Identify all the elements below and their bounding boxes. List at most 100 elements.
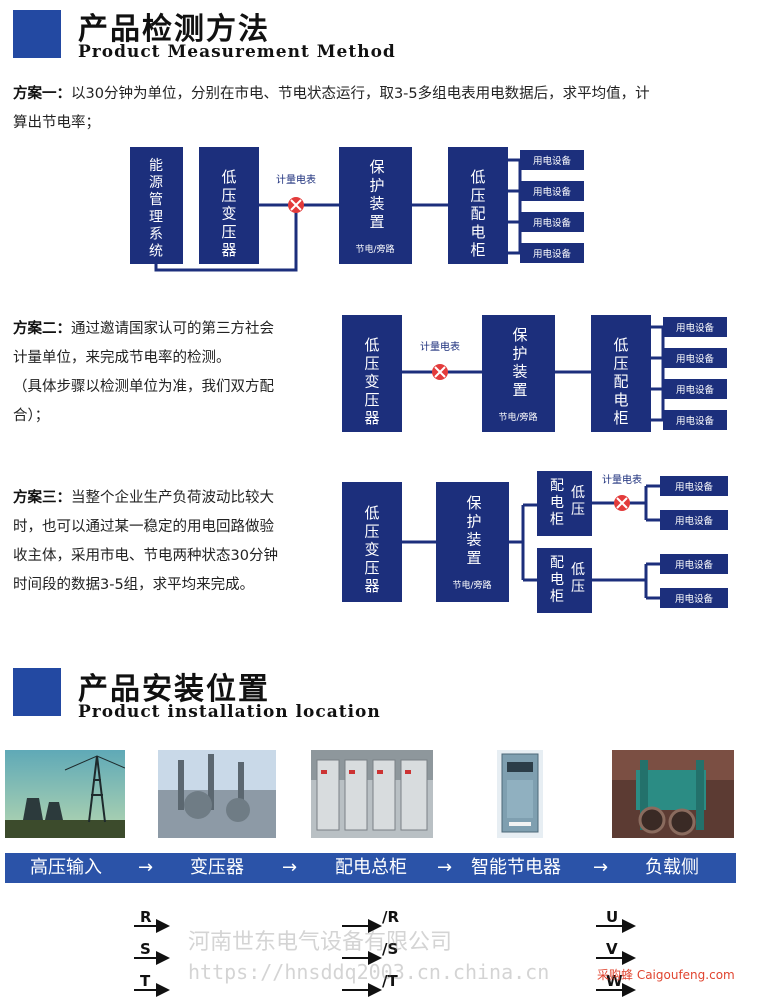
flow-step-load-side: 负载侧 (645, 857, 699, 878)
flow-arrow-3: → (437, 857, 453, 878)
box-protection-2 (482, 315, 555, 432)
device-box (663, 348, 727, 368)
device-box (520, 150, 584, 170)
box-low-transformer-1-label: 低压变压器 (221, 168, 236, 259)
flow-arrow-4: → (593, 857, 609, 878)
box-energy-management (130, 147, 183, 264)
line-energy-loop (154, 205, 298, 272)
box-low-transformer-1 (199, 147, 259, 264)
device-box (660, 554, 728, 574)
diagram-plan3: 低压变压器 保护装置 节电/旁路 配电柜 低压 配电柜 低压 计量电表 用电设备… (342, 471, 728, 613)
photo-power-plant (5, 750, 125, 838)
device-label: 用电设备 (675, 515, 714, 527)
box-energy-management-label: 能源管理系统 (149, 158, 163, 260)
device-box (663, 410, 727, 430)
plan2-line3: （具体步骤以检测单位为准，我们双方配 (13, 379, 274, 395)
dist-cabinet-bottom-label: 配电柜 (550, 555, 564, 605)
device-label: 用电设备 (676, 384, 715, 396)
flow-step-high-voltage-input: 高压输入 (30, 857, 102, 878)
phase-w: W (606, 972, 623, 990)
device-label: 用电设备 (675, 593, 714, 605)
low-pressure-top-label: 低压 (571, 485, 585, 518)
phase-u: U (606, 908, 619, 926)
meter-label-1: 计量电表 (276, 173, 316, 186)
box-protection-1 (339, 147, 412, 264)
section-marker-square-2 (13, 668, 61, 716)
box-low-transformer-2-label: 低压变压器 (364, 336, 379, 427)
plan2-line1: 通过邀请国家认可的第三方社会 (71, 321, 274, 337)
phase-r-out: /R (382, 908, 400, 926)
bypass-label-1: 节电/旁路 (355, 243, 394, 255)
device-group-2: 用电设备 用电设备 用电设备 用电设备 (663, 317, 727, 430)
device-box (663, 317, 727, 337)
device-label: 用电设备 (533, 217, 572, 229)
plan1-line1: 以30分钟为单位，分别在市电、节电状态运行，取3-5多组电表用电数据后，求平均值… (71, 86, 650, 102)
plan1-line2: 算出节电率； (13, 115, 100, 131)
device-box (520, 212, 584, 232)
section-marker-square (13, 10, 61, 58)
box-protection-1-label: 保护装置 (369, 158, 384, 231)
device-box (520, 243, 584, 263)
phase-wiring (134, 919, 636, 997)
box-low-transformer-2 (342, 315, 402, 432)
device-label: 用电设备 (675, 559, 714, 571)
phase-s-out: /S (382, 940, 399, 958)
phase-r: R (140, 908, 152, 926)
device-label: 用电设备 (676, 415, 715, 427)
device-label: 用电设备 (675, 481, 714, 493)
diagram-plan1: 能源管理系统 低压变压器 计量电表 保护装置 节电/旁路 低压配电柜 用电设备 … (130, 147, 584, 272)
section-title-cn: 产品检测方法 (78, 12, 270, 47)
low-pressure-bottom-label: 低压 (571, 562, 585, 595)
box-protection-2-label: 保护装置 (512, 326, 527, 399)
device-label: 用电设备 (533, 155, 572, 167)
meter-label-2: 计量电表 (420, 340, 460, 353)
section2-title-en: Product installation location (78, 702, 381, 722)
phase-s: S (140, 940, 151, 958)
box-low-transformer-3 (342, 482, 402, 602)
box-low-cabinet-2 (591, 315, 651, 432)
device-group-3: 用电设备 用电设备 用电设备 用电设备 (660, 476, 728, 608)
plan3-text: 方案三：当整个企业生产负荷波动比较大 时，也可以通过某一稳定的用电回路做验 收主… (13, 484, 338, 600)
plan2-label: 方案二： (13, 321, 71, 337)
section2-title-cn: 产品安装位置 (78, 672, 270, 707)
device-label: 用电设备 (533, 248, 572, 260)
phase-t: T (140, 972, 151, 990)
device-box (660, 476, 728, 496)
meter-label-3: 计量电表 (602, 473, 642, 486)
device-group-1: 用电设备 用电设备 用电设备 用电设备 (520, 150, 584, 263)
flow-arrow-1: → (138, 857, 154, 878)
watermark-brand: 采购蜂 Caigoufeng.com (597, 968, 735, 982)
device-box (660, 510, 728, 530)
plan3-label: 方案三： (13, 490, 71, 506)
installation-flow-bar: 高压输入 → 变压器 → 配电总柜 → 智能节电器 → 负载侧 (5, 853, 736, 883)
device-box (663, 379, 727, 399)
meter-icon-1 (288, 197, 304, 213)
flow-step-main-cabinet: 配电总柜 (335, 857, 407, 878)
bypass-label-2: 节电/旁路 (498, 411, 537, 423)
plan3-line1: 当整个企业生产负荷波动比较大 (71, 490, 274, 506)
box-protection-3 (436, 482, 509, 602)
photo-switchgear (311, 750, 433, 838)
plan2-line4: 合）； (13, 408, 50, 424)
meter-icon-2 (432, 364, 448, 380)
phase-v: V (606, 940, 618, 958)
device-box (520, 181, 584, 201)
box-dist-cabinet-top (537, 471, 592, 536)
box-low-cabinet-1 (448, 147, 508, 264)
photo-load-side (612, 750, 734, 838)
section-title-en: Product Measurement Method (78, 42, 396, 62)
measurement-diagrams: 能源管理系统 低压变压器 计量电表 保护装置 节电/旁路 低压配电柜 用电设备 … (130, 147, 728, 613)
device-box (660, 588, 728, 608)
plan3-line2: 时，也可以通过某一稳定的用电回路做验 (13, 519, 274, 535)
plan2-text: 方案二：通过邀请国家认可的第三方社会 计量单位，来完成节电率的检测。 （具体步骤… (13, 315, 338, 431)
meter-icon-3 (614, 495, 630, 511)
device-label: 用电设备 (676, 353, 715, 365)
photo-transformer (158, 750, 276, 838)
bypass-label-3: 节电/旁路 (452, 579, 491, 591)
box-low-cabinet-1-label: 低压配电柜 (470, 168, 485, 259)
flow-arrow-2: → (282, 857, 298, 878)
box-low-transformer-3-label: 低压变压器 (364, 504, 379, 595)
phase-t-out: /T (382, 972, 398, 990)
plan1-text: 方案一：以30分钟为单位，分别在市电、节电状态运行，取3-5多组电表用电数据后，… (13, 80, 758, 138)
device-label: 用电设备 (676, 322, 715, 334)
